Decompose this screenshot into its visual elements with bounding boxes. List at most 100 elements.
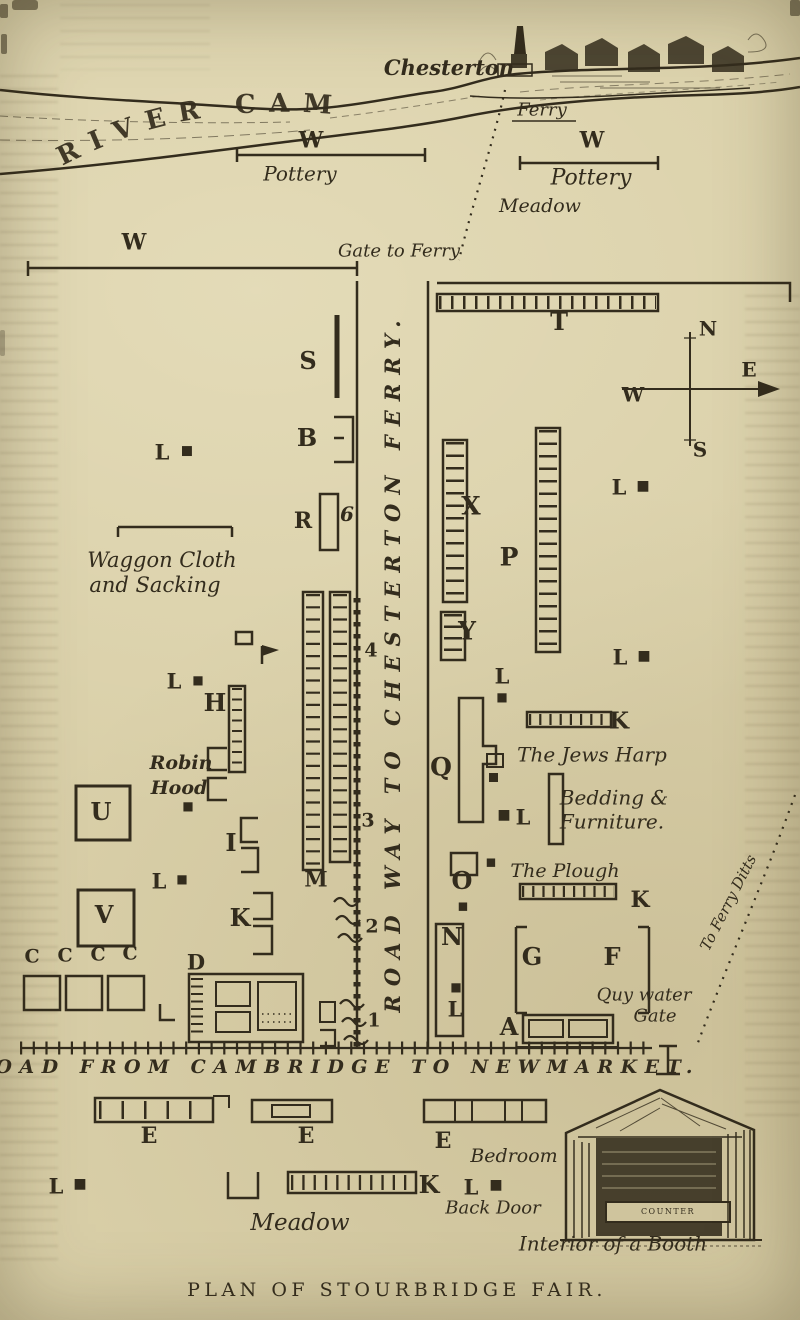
map-marker-C: C <box>24 945 40 968</box>
map-marker-L: L <box>515 804 531 830</box>
north-boundary-line <box>437 281 792 302</box>
south-structures <box>93 1095 548 1200</box>
road-from-cambridge-label: ROAD FROM CAMBRIDGE TO NEWMARKET. <box>0 1056 700 1079</box>
page-caption: PLAN OF STOURBRIDGE FAIR. <box>187 1279 607 1302</box>
map-marker-X: X <box>461 491 481 521</box>
map-marker-L: L <box>154 439 170 465</box>
quy-water-label-1: Quy water <box>596 984 692 1006</box>
map-marker-B: B <box>296 423 318 452</box>
compass-w-label: W <box>621 382 645 407</box>
center-booth-rows <box>301 590 352 872</box>
map-marker-1: 1 <box>367 1009 381 1032</box>
map-marker-S: S <box>299 346 317 375</box>
map-marker-■: ■ <box>636 478 650 494</box>
map-marker-U: U <box>90 797 112 826</box>
map-marker-L: L <box>151 868 167 894</box>
map-marker-N: N <box>441 922 463 951</box>
map-marker-■: ■ <box>457 899 469 913</box>
booth-interior-illustration <box>560 1088 762 1247</box>
map-marker-L: L <box>166 668 182 694</box>
counter-label: COUNTER <box>640 1206 696 1216</box>
compass-n-label: N <box>698 316 718 341</box>
w-right-label: W <box>579 127 605 154</box>
compass-rose <box>622 332 780 446</box>
road-side-marks <box>319 896 369 1048</box>
map-marker-T: T <box>550 307 568 336</box>
map-marker-G: G <box>521 942 543 971</box>
map-marker-P: P <box>499 542 519 572</box>
map-marker-O: O <box>451 866 473 895</box>
bedding-label-2: Furniture. <box>559 809 665 834</box>
map-marker-C: C <box>122 942 138 965</box>
map-marker-D: D <box>186 949 206 975</box>
map-marker-2: 2 <box>365 915 379 938</box>
map-marker-■: ■ <box>637 648 651 664</box>
map-marker-K: K <box>418 1170 440 1199</box>
map-marker-■: ■ <box>450 980 462 994</box>
map-marker-■: ■ <box>182 799 194 813</box>
map-marker-3: 3 <box>361 809 375 832</box>
map-marker-■: ■ <box>176 872 188 886</box>
map-marker-C: C <box>57 944 73 967</box>
bedding-label-1: Bedding & <box>559 785 669 810</box>
pottery-right-label: Pottery <box>550 165 632 191</box>
map-marker-■: ■ <box>73 1176 87 1192</box>
waggon-cloth-label-1: Waggon Cloth <box>87 547 237 572</box>
map-marker-■: ■ <box>180 443 194 459</box>
map-marker-Y: Y <box>458 616 476 646</box>
interior-booth-label: Interior of a Booth <box>518 1231 708 1256</box>
map-marker-L: L <box>463 1174 479 1200</box>
compass-s-label: S <box>692 437 708 462</box>
map-marker-K: K <box>229 903 251 932</box>
map-marker-L: L <box>48 1173 64 1199</box>
map-marker-C: C <box>90 943 106 966</box>
east-structures <box>434 292 660 1048</box>
meadow-top-label: Meadow <box>499 195 581 218</box>
plough-label: The Plough <box>510 860 620 883</box>
road-to-chesterton-label: ROAD WAY TO CHESTERTON FERRY. <box>379 311 405 1013</box>
w-mid-label: W <box>298 127 324 154</box>
map-marker-M: M <box>304 866 328 892</box>
map-marker-I: I <box>225 828 237 857</box>
pottery-left-label: Pottery <box>263 161 337 186</box>
map-marker-L: L <box>612 644 628 670</box>
map-marker-A: A <box>499 1012 519 1041</box>
measure-bars <box>26 148 660 537</box>
gate-to-ferry-label: Gate to Ferry <box>337 240 461 262</box>
bedroom-label: Bedroom <box>470 1145 558 1168</box>
map-marker-4: 4 <box>364 639 378 662</box>
waggon-cloth-label-2: and Sacking <box>89 572 221 597</box>
map-marker-■: ■ <box>485 855 497 869</box>
back-door-label: Back Door <box>445 1197 541 1219</box>
map-marker-E: E <box>434 1128 452 1154</box>
chesterton-road-lines <box>353 281 430 1048</box>
chesterton-label: Chesterton <box>383 54 515 80</box>
robin-hood-label-1: Robin <box>149 752 213 775</box>
map-marker-H: H <box>203 688 227 717</box>
quy-water-label-2: Gate <box>633 1005 677 1027</box>
meadow-south-label: Meadow <box>250 1209 350 1236</box>
map-marker-F: F <box>603 942 621 971</box>
map-marker-L: L <box>494 663 510 689</box>
compass-e-label: E <box>741 357 757 382</box>
map-marker-L: L <box>447 996 463 1022</box>
page-edge-marks <box>0 0 800 356</box>
map-marker-E: E <box>297 1123 315 1149</box>
jews-harp-label: The Jews Harp <box>517 742 667 767</box>
map-marker-■: ■ <box>497 807 511 823</box>
map-marker-6: 6 <box>340 502 354 526</box>
map-marker-K: K <box>609 707 629 735</box>
chesterton-village-art <box>469 26 767 99</box>
map-marker-■: ■ <box>489 1177 503 1193</box>
map-marker-■: ■ <box>192 673 204 687</box>
robin-hood-label-2: Hood <box>150 777 208 800</box>
map-marker-K: K <box>630 887 650 913</box>
map-marker-L: L <box>611 474 627 500</box>
ferry-label: Ferry <box>517 99 567 121</box>
benchmark-mark <box>656 1044 680 1076</box>
map-marker-E: E <box>140 1123 158 1149</box>
w-left-label: W <box>121 229 147 256</box>
